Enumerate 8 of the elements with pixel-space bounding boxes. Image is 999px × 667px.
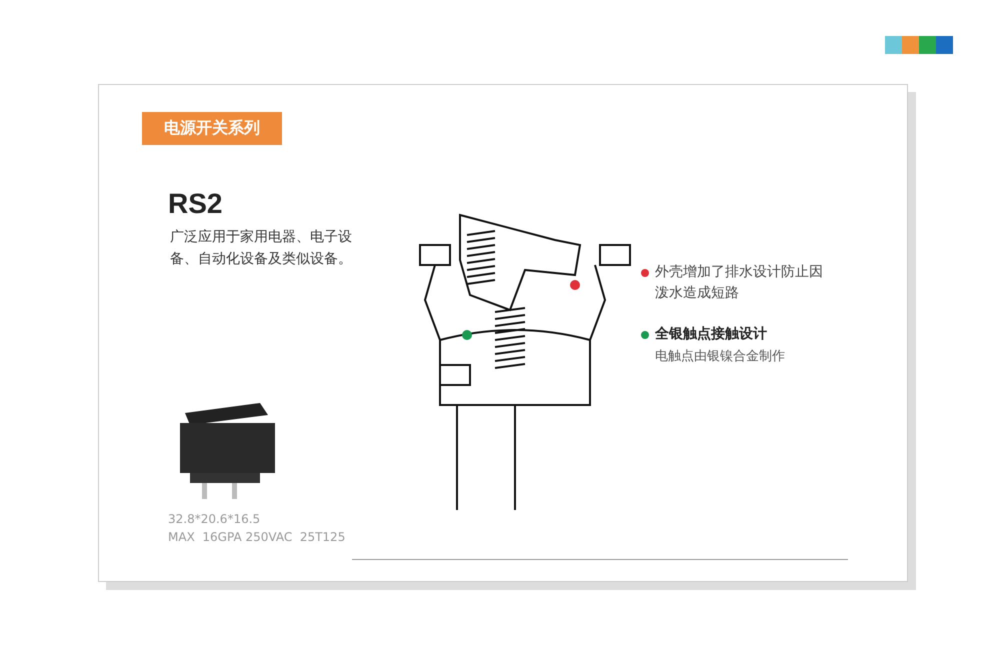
description-text: 广泛应用于家用电器、电子设备、自动化设备及类似设备。 xyxy=(170,228,353,269)
series-banner: 电源开关系列 xyxy=(142,112,282,145)
dimensions-text: 32.8*20.6*16.5 xyxy=(168,512,260,526)
feature-heading: 全银触点接触设计 xyxy=(655,326,767,342)
feature-text: 外壳增加了排水设计防止因泼水造成短路 xyxy=(655,264,823,301)
rating-text: MAX 16GPA 250VAC 25T125 xyxy=(168,530,346,544)
model-name: RS2 xyxy=(168,188,222,220)
feature-text: 电触点由银镍合金制作 xyxy=(655,348,785,366)
